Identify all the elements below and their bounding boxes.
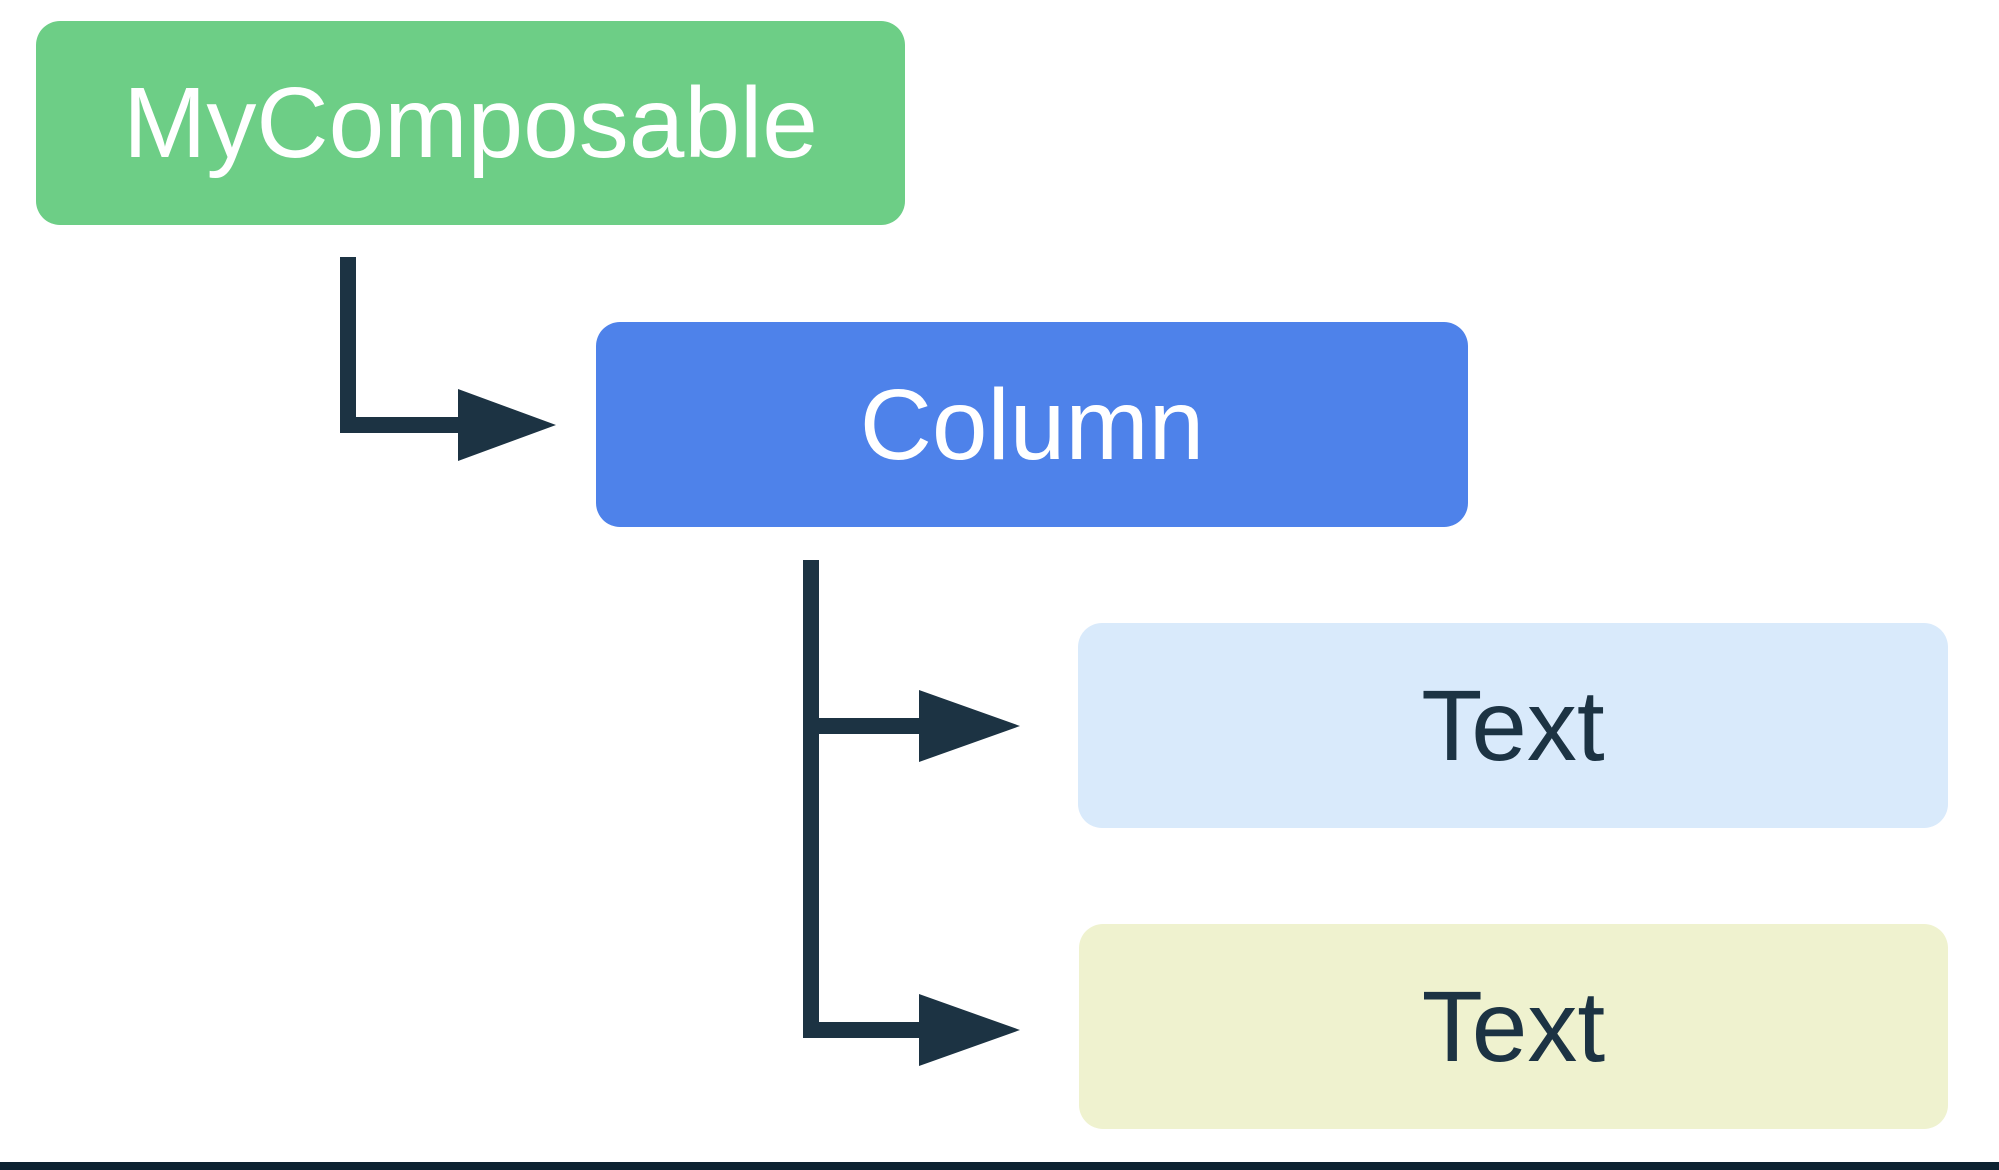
node-column: Column <box>596 322 1468 527</box>
arrowhead-icon <box>919 994 1020 1066</box>
node-mycomposable-label: MyComposable <box>123 67 818 179</box>
node-text-second: Text <box>1079 924 1948 1129</box>
connector-vertical-line <box>803 560 819 1038</box>
connector-root-to-column-arrow <box>340 257 556 461</box>
connector-column-to-text2-arrow <box>803 994 1020 1066</box>
connector-horizontal-line <box>803 1022 921 1038</box>
connector-horizontal-line <box>340 417 460 433</box>
node-text-first: Text <box>1078 623 1948 828</box>
connector-horizontal-line <box>803 718 921 734</box>
connector-column-to-text1-arrow <box>803 560 1020 1038</box>
connector-vertical-line <box>340 257 356 433</box>
node-text-second-label: Text <box>1421 970 1606 1083</box>
node-mycomposable: MyComposable <box>36 21 905 225</box>
arrowhead-icon <box>919 690 1020 762</box>
arrowhead-icon <box>458 389 556 461</box>
bottom-edge-bar <box>0 1162 1999 1170</box>
node-text-first-label: Text <box>1421 669 1605 782</box>
node-column-label: Column <box>859 368 1205 481</box>
